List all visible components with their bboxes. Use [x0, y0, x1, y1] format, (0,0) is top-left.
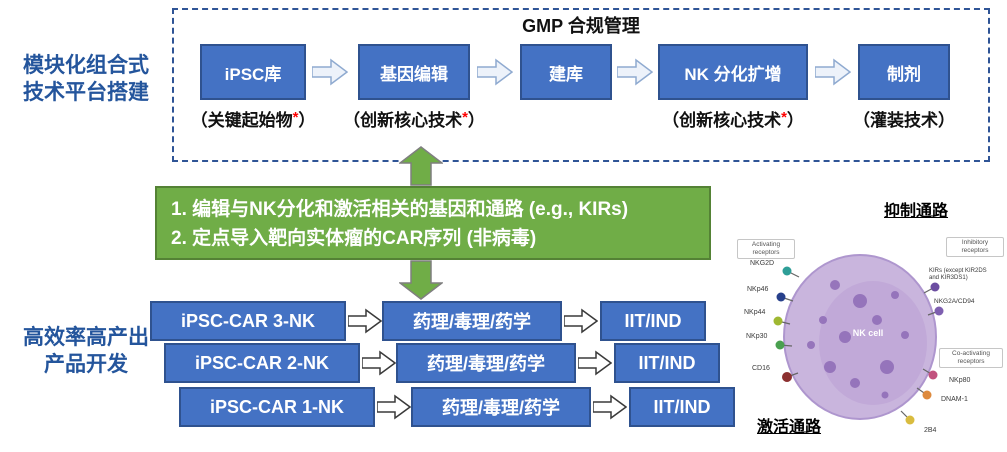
- receptor-nkp44-icon: [773, 316, 791, 326]
- caption-text: （关键起始物: [190, 111, 293, 130]
- step-formulation-box: 制剂: [858, 44, 950, 100]
- flow-arrow-icon: [311, 58, 349, 91]
- gmp-dashed-box: [172, 8, 990, 162]
- gene-editing-strategy-box: 1. 编辑与NK分化和激活相关的基因和通路 (e.g., KIRs) 2. 定点…: [155, 186, 711, 260]
- inhibitory-receptors-header: Inhibitory receptors: [946, 237, 1004, 257]
- row-arrow-icon: [347, 308, 383, 339]
- receptor-label-2b4: 2B4: [924, 427, 937, 434]
- down-arrow-icon: [397, 260, 445, 305]
- caption-close: ）: [938, 111, 955, 130]
- caption-key-starting-material: （关键起始物*）: [163, 106, 343, 131]
- car-nk-box-2: iPSC-CAR 2-NK: [164, 343, 360, 383]
- gmp-title: GMP 合规管理: [522, 16, 640, 36]
- activating-receptors-header: Activating receptors: [737, 239, 795, 259]
- receptor-nkp30-icon: [775, 340, 793, 350]
- platform-label-line2: 技术平台搭建: [23, 81, 149, 105]
- receptor-label-nkp44: NKp44: [744, 309, 766, 316]
- product-label-line1: 高效率高产出: [23, 326, 149, 349]
- row-arrow-icon: [577, 350, 613, 381]
- car-nk-box-1: iPSC-CAR 1-NK: [179, 387, 375, 427]
- cell-granules: [807, 280, 909, 399]
- row-arrow-icon: [592, 394, 628, 425]
- nk-cell-svg: [773, 254, 944, 425]
- receptor-label-nkg2d: NKG2D: [750, 260, 775, 267]
- receptor-nkp80-icon: [922, 368, 938, 380]
- receptor-label-nkp30: NKp30: [746, 333, 768, 340]
- flow-arrow-icon: [476, 58, 514, 91]
- study-box-3: 药理/毒理/药学: [382, 301, 562, 341]
- platform-section-label: 模块化组合式 技术平台搭建: [4, 52, 168, 107]
- receptor-nkg2a-icon: [927, 306, 944, 316]
- flow-arrow-icon: [814, 58, 852, 91]
- product-section-label: 高效率高产出 产品开发: [4, 324, 168, 379]
- step-gene-editing-box: 基因编辑: [358, 44, 470, 100]
- study-box-1: 药理/毒理/药学: [411, 387, 591, 427]
- red-asterisk: *: [781, 109, 787, 126]
- row-arrow-icon: [376, 394, 412, 425]
- receptor-nkp46-icon: [776, 292, 794, 302]
- caption-text: （创新核心技术: [343, 111, 463, 130]
- nk-cell-illustration: [735, 225, 1007, 452]
- nk-cell-label: NK cell: [852, 328, 884, 338]
- receptor-label-cd16: CD16: [752, 365, 770, 372]
- caption-core-technology-2: （创新核心技术*）: [643, 106, 823, 131]
- caption-filling-technology: （灌装技术）: [814, 106, 994, 131]
- step-bank-building-box: 建库: [520, 44, 612, 100]
- up-arrow-icon: [397, 146, 445, 191]
- caption-core-technology-1: （创新核心技术*）: [324, 106, 504, 131]
- inhibitory-pathway-title: 抑制通路: [884, 203, 949, 220]
- receptor-label-kirs: KIRs (except KIR2DS and KIR3DS1): [929, 268, 987, 281]
- caption-close: ）: [298, 111, 316, 130]
- step-nk-expansion-box: NK 分化扩增: [658, 44, 808, 100]
- activating-pathway-title: 激活通路: [757, 419, 822, 436]
- row-arrow-icon: [361, 350, 397, 381]
- strategy-line-1: 1. 编辑与NK分化和激活相关的基因和通路 (e.g., KIRs): [171, 199, 629, 220]
- caption-text: （创新核心技术: [662, 111, 782, 130]
- coactivating-receptors-header: Co-activating receptors: [939, 348, 1003, 368]
- caption-close: ）: [467, 111, 485, 130]
- strategy-line-2: 2. 定点导入靶向实体瘤的CAR序列 (非病毒): [171, 227, 537, 249]
- receptor-kirs-icon: [923, 282, 940, 294]
- receptor-label-nkg2a-cd94: NKG2A/CD94: [934, 298, 975, 305]
- step-ipsc-bank-box: iPSC库: [200, 44, 306, 100]
- car-nk-box-3: iPSC-CAR 3-NK: [150, 301, 346, 341]
- flow-arrow-icon: [616, 58, 654, 91]
- receptor-label-nkp46: NKp46: [747, 286, 769, 293]
- receptor-nkg2d-icon: [782, 266, 800, 278]
- receptor-2b4-icon: [900, 410, 915, 425]
- outcome-box-2: IIT/IND: [614, 343, 720, 383]
- receptor-label-dnam1: DNAM-1: [941, 396, 968, 403]
- receptor-label-nkp80: NKp80: [949, 377, 971, 384]
- platform-label-line1: 模块化组合式: [23, 54, 149, 77]
- outcome-box-1: IIT/IND: [629, 387, 735, 427]
- receptor-dnam1-icon: [916, 387, 932, 400]
- study-box-2: 药理/毒理/药学: [396, 343, 576, 383]
- caption-text: （灌装技术: [853, 111, 938, 130]
- red-asterisk: *: [292, 109, 299, 126]
- product-label-line2: 产品开发: [44, 353, 128, 377]
- receptor-cd16-icon: [782, 372, 799, 382]
- red-asterisk: *: [462, 109, 468, 126]
- caption-close: ）: [786, 111, 804, 130]
- outcome-box-3: IIT/IND: [600, 301, 706, 341]
- row-arrow-icon: [563, 308, 599, 339]
